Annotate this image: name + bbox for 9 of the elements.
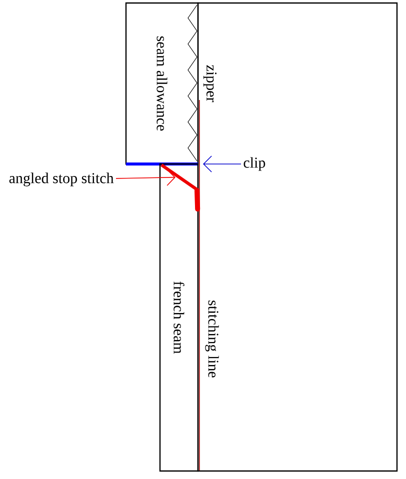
callout-label: angled stop stitch — [9, 172, 114, 186]
leader-arrow — [203, 156, 242, 172]
leader-arrow — [116, 169, 176, 186]
stop-stitch — [160, 164, 200, 212]
part-label: stitching line — [205, 300, 219, 378]
callout-label: clip — [244, 157, 266, 171]
french-seam-box: french seam — [159, 163, 199, 472]
seam-allowance-box: seam allowance — [125, 2, 199, 165]
fabric-panel — [197, 2, 398, 472]
